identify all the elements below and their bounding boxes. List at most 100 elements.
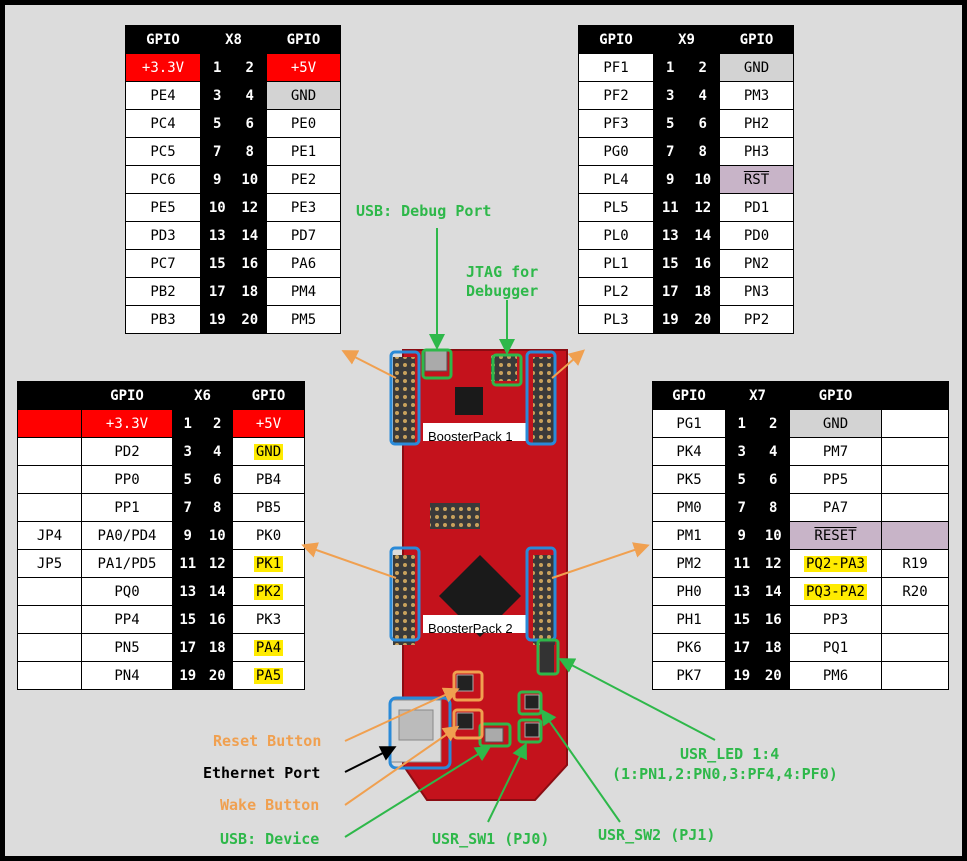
header-x9-strip — [533, 357, 555, 443]
gpio-left-cell: PM1 — [652, 521, 726, 550]
gpio-left-cell: +3.3V — [125, 53, 201, 82]
pin-number-left: 17 — [653, 277, 687, 306]
gpio-left-cell: PG0 — [578, 137, 654, 166]
gpio-left-cell: PG1 — [652, 409, 726, 438]
gpio-right-label: PP3 — [822, 611, 849, 628]
gpio-left-cell: PB2 — [125, 277, 201, 306]
pin-number-left: 1 — [653, 53, 687, 82]
jtag-label-line1: JTAG for — [466, 263, 539, 281]
pin-number-right: 8 — [233, 137, 267, 166]
gpio-right-cell: GND — [266, 81, 341, 110]
gpio-left-cell: PA0/PD4 — [81, 521, 173, 550]
gpio-left-cell: PL5 — [578, 193, 654, 222]
gpio-right-label: PQ2-PA3 — [803, 555, 867, 572]
gpio-right-cell: PA4 — [232, 633, 305, 662]
usr-led-label-line2: (1:PN1,2:PN0,3:PF4,4:PF0) — [612, 765, 838, 783]
boosterpack1-label: BoosterPack 1 — [428, 429, 513, 444]
reset-button-label: Reset Button — [213, 732, 322, 750]
pin-number-left: 11 — [172, 549, 203, 578]
pin-number-right: 4 — [233, 81, 267, 110]
pin-number-right: 2 — [202, 409, 233, 438]
resistor-cell — [881, 465, 949, 494]
pin-number-right: 20 — [202, 661, 233, 690]
pin-number-left: 1 — [172, 409, 203, 438]
pin-number-left: 9 — [172, 521, 203, 550]
pin-number-left: 5 — [200, 109, 234, 138]
pin-number-right: 2 — [233, 53, 267, 82]
pin-number-right: 14 — [202, 577, 233, 606]
usr-led-highlight — [536, 638, 560, 676]
pin-number-left: 9 — [653, 165, 687, 194]
pin-number-left: 7 — [725, 493, 758, 522]
pin-number-right: 18 — [233, 277, 267, 306]
gpio-right-cell: PP2 — [719, 305, 794, 334]
usr-sw2-part — [524, 694, 540, 710]
gpio-left-cell: PF3 — [578, 109, 654, 138]
gpio-right-label: GND — [253, 443, 284, 460]
resistor-cell — [881, 493, 949, 522]
pin-number-right: 4 — [686, 81, 720, 110]
pin-number-right: 18 — [202, 633, 233, 662]
boosterpack2-box — [423, 615, 527, 633]
pin-number-right: 14 — [757, 577, 790, 606]
x8-header-highlight — [389, 350, 421, 446]
jumper-cell: JP5 — [17, 549, 82, 578]
gpio-right-label: +5V — [255, 415, 282, 432]
debug-chip — [455, 387, 483, 415]
usr-sw2-highlight — [517, 690, 543, 716]
usr-sw1-label: USR_SW1 (PJ0) — [432, 830, 550, 848]
boosterpack2-label: BoosterPack 2 — [428, 621, 513, 636]
usr-sw1-part — [524, 722, 540, 738]
pin-number-right: 10 — [757, 521, 790, 550]
pin-number-right: 16 — [233, 249, 267, 278]
header-x6-strip — [393, 555, 415, 645]
jtag-label-line2: Debugger — [466, 282, 539, 300]
pin-number-left: 19 — [653, 305, 687, 334]
gpio-left-cell: PH0 — [652, 577, 726, 606]
gpio-left-cell: PK7 — [652, 661, 726, 690]
jumper-block — [430, 503, 480, 529]
gpio-left-cell: PL4 — [578, 165, 654, 194]
gpio-right-cell: PH2 — [719, 109, 794, 138]
gpio-right-label: PQ3-PA2 — [803, 583, 867, 600]
usb-device-connector — [484, 727, 504, 743]
gpio-right-label: PK2 — [253, 583, 284, 600]
pin-number-right: 8 — [202, 493, 233, 522]
gpio-right-label: PK3 — [255, 611, 282, 628]
wake-button-highlight — [452, 708, 484, 740]
pin-number-left: 7 — [653, 137, 687, 166]
header-gpio-left: GPIO — [652, 381, 726, 410]
pin-number-left: 13 — [725, 577, 758, 606]
header-connector: X8 — [200, 25, 267, 54]
jumper-cell — [17, 661, 82, 690]
reset-button-part — [456, 674, 474, 692]
header-x7-strip — [533, 555, 555, 645]
pin-number-left: 3 — [725, 437, 758, 466]
gpio-right-label: GND — [822, 415, 849, 432]
resistor-cell: R19 — [881, 549, 949, 578]
gpio-left-cell: PQ0 — [81, 577, 173, 606]
pin-number-right: 6 — [233, 109, 267, 138]
gpio-right-cell: PP5 — [789, 465, 882, 494]
gpio-right-label: PA7 — [822, 499, 849, 516]
header-gpio-left: GPIO — [81, 381, 173, 410]
pin-number-right: 10 — [202, 521, 233, 550]
header-connector: X9 — [653, 25, 720, 54]
gpio-right-cell: PH3 — [719, 137, 794, 166]
pin-number-right: 2 — [686, 53, 720, 82]
gpio-right-cell: GND — [232, 437, 305, 466]
